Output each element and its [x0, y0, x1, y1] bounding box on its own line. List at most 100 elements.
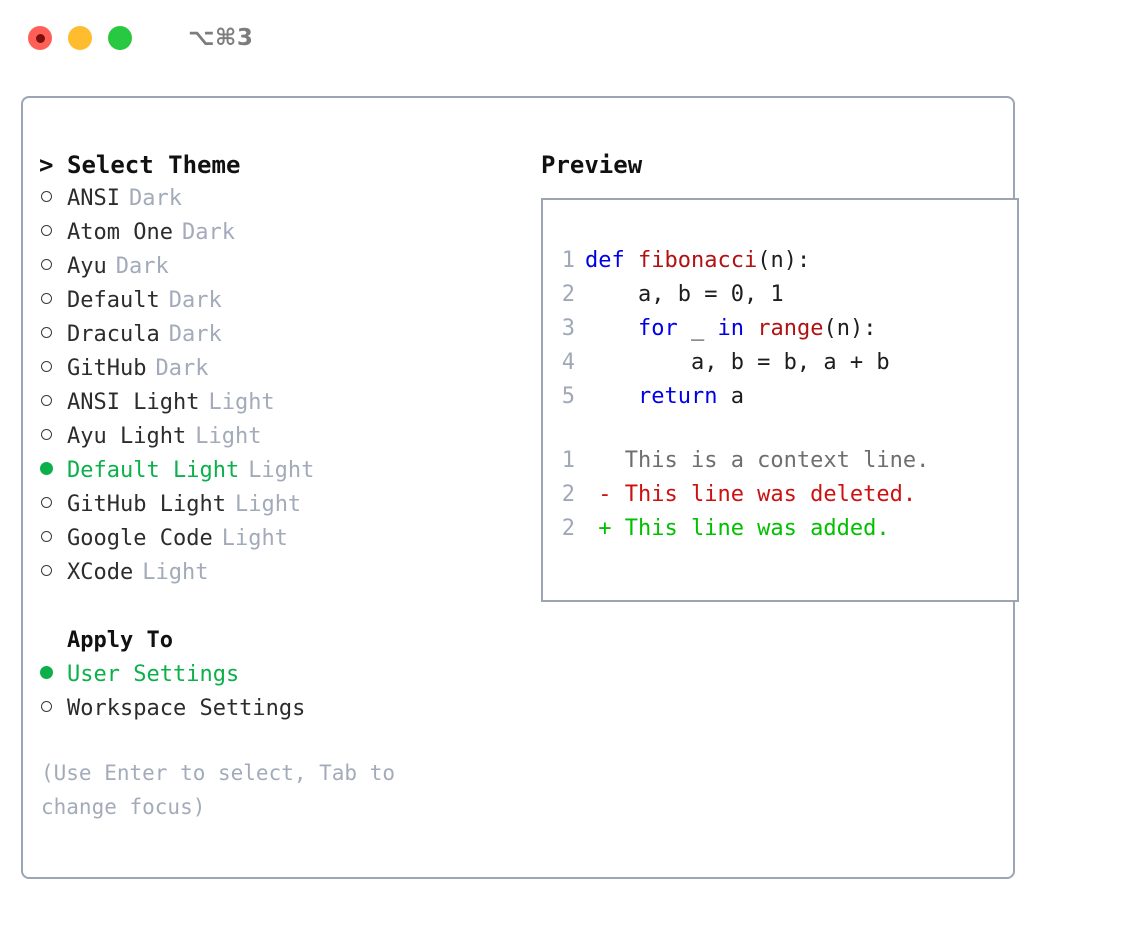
code-line: 2 a, b = 0, 1 [543, 278, 1017, 312]
theme-mode-tag: Dark [155, 356, 209, 381]
theme-item-2[interactable]: Ayu Dark [39, 250, 503, 284]
line-number: 4 [561, 350, 575, 375]
theme-mode-tag: Dark [168, 288, 222, 313]
diff-line: 1 This is a context line. [543, 444, 1017, 478]
diff-line-text: - This line was deleted. [585, 482, 917, 507]
theme-item-11[interactable]: XCode Light [39, 556, 503, 590]
code-token-fn: range [757, 316, 824, 341]
theme-item-label: Google Code [67, 526, 213, 551]
line-number: 2 [561, 282, 575, 307]
theme-mode-tag: Light [195, 424, 262, 449]
theme-mode-tag: Dark [128, 186, 182, 211]
minimize-button[interactable] [68, 26, 92, 50]
theme-item-label: ANSI [67, 186, 120, 211]
code-line: 5 return a [543, 380, 1017, 414]
theme-mode-tag: Dark [181, 220, 235, 245]
apply-to-heading-label: Apply To [67, 628, 173, 653]
theme-item-label: Default Light [67, 458, 240, 483]
page-title-label: Select Theme [67, 151, 241, 179]
theme-mode-tag: Light [221, 526, 288, 551]
code-token-plain: a, b = b, a + b [585, 350, 890, 375]
theme-item-label: Ayu [67, 254, 107, 279]
diff-line-number: 2 [561, 516, 575, 541]
theme-item-1[interactable]: Atom One Dark [39, 216, 503, 250]
code-line: 4 a, b = b, a + b [543, 346, 1017, 380]
code-line: 3 for _ in range(n): [543, 312, 1017, 346]
theme-mode-tag: Dark [115, 254, 169, 279]
code-line-text: def fibonacci(n): [585, 244, 1017, 278]
apply-to-item-label: Workspace Settings [67, 696, 306, 721]
maximize-button[interactable] [108, 26, 132, 50]
window-title: ⌥⌘3 [188, 25, 254, 51]
caret-icon: > [39, 151, 54, 179]
diff-sample: 1 This is a context line.2 - This line w… [543, 444, 1017, 546]
apply-to-item-1[interactable]: Workspace Settings [39, 692, 503, 726]
code-token-plain: (n): [757, 248, 811, 273]
code-token-kw: def [585, 248, 638, 273]
page-title: > Select Theme [39, 148, 503, 182]
theme-item-6[interactable]: ANSI Light Light [39, 386, 503, 420]
code-line-text: return a [585, 380, 1017, 414]
theme-item-label: Default [67, 288, 160, 313]
close-button[interactable] [28, 26, 52, 50]
theme-item-10[interactable]: Google Code Light [39, 522, 503, 556]
theme-mode-tag: Light [208, 390, 275, 415]
code-token-plain: (n): [823, 316, 877, 341]
apply-to-item-0[interactable]: User Settings [39, 658, 503, 692]
theme-item-0[interactable]: ANSI Dark [39, 182, 503, 216]
apply-to-heading-indent [39, 624, 67, 658]
code-line-text: for _ in range(n): [585, 312, 1017, 346]
code-token-kw: return [637, 384, 718, 409]
theme-item-label: Atom One [67, 220, 173, 245]
apply-to-heading: Apply To [39, 624, 503, 658]
keyboard-hint: (Use Enter to select, Tab to change focu… [41, 761, 408, 819]
theme-item-3[interactable]: Default Dark [39, 284, 503, 318]
theme-item-label: GitHub [67, 356, 147, 381]
code-line-text: a, b = b, a + b [585, 346, 1017, 380]
theme-item-9[interactable]: GitHub Light Light [39, 488, 503, 522]
theme-mode-tag: Light [234, 492, 302, 517]
theme-mode-tag: Light [248, 458, 315, 483]
theme-item-label: ANSI Light [67, 390, 200, 415]
code-line: 1 def fibonacci(n): [543, 244, 1017, 278]
apply-to-item-label: User Settings [67, 662, 240, 687]
diff-line: 2 + This line was added. [543, 512, 1017, 546]
theme-item-7[interactable]: Ayu Light Light [39, 420, 503, 454]
theme-mode-tag: Light [142, 560, 209, 585]
code-token-kw: in [717, 316, 744, 341]
code-token-plain: _ [677, 316, 718, 341]
theme-item-8[interactable]: Default Light Light [39, 454, 503, 488]
diff-line-text: This is a context line. [585, 448, 930, 473]
title-bar: ⌥⌘3 [0, 0, 1140, 76]
code-token-fn: fibonacci [637, 248, 758, 273]
code-token-plain [585, 316, 638, 341]
theme-mode-tag: Dark [168, 322, 222, 347]
theme-item-label: GitHub Light [67, 492, 226, 517]
code-token-plain [585, 384, 638, 409]
code-token-plain: a [717, 384, 744, 409]
theme-item-label: Dracula [67, 322, 160, 347]
code-line-text: a, b = 0, 1 [585, 278, 1017, 312]
line-number: 5 [561, 384, 575, 409]
theme-item-4[interactable]: Dracula Dark [39, 318, 503, 352]
code-token-plain [744, 316, 757, 341]
theme-item-5[interactable]: GitHub Dark [39, 352, 503, 386]
theme-item-label: Ayu Light [67, 424, 187, 449]
diff-line-number: 2 [561, 482, 575, 507]
diff-line: 2 - This line was deleted. [543, 478, 1017, 512]
line-number: 1 [561, 248, 575, 273]
code-token-plain: a, b = 0, 1 [585, 282, 784, 307]
diff-line-text: + This line was added. [585, 516, 890, 541]
line-number: 3 [561, 316, 575, 341]
preview-title: Preview [541, 151, 643, 179]
diff-line-number: 1 [561, 448, 575, 473]
theme-item-label: XCode [67, 560, 134, 585]
